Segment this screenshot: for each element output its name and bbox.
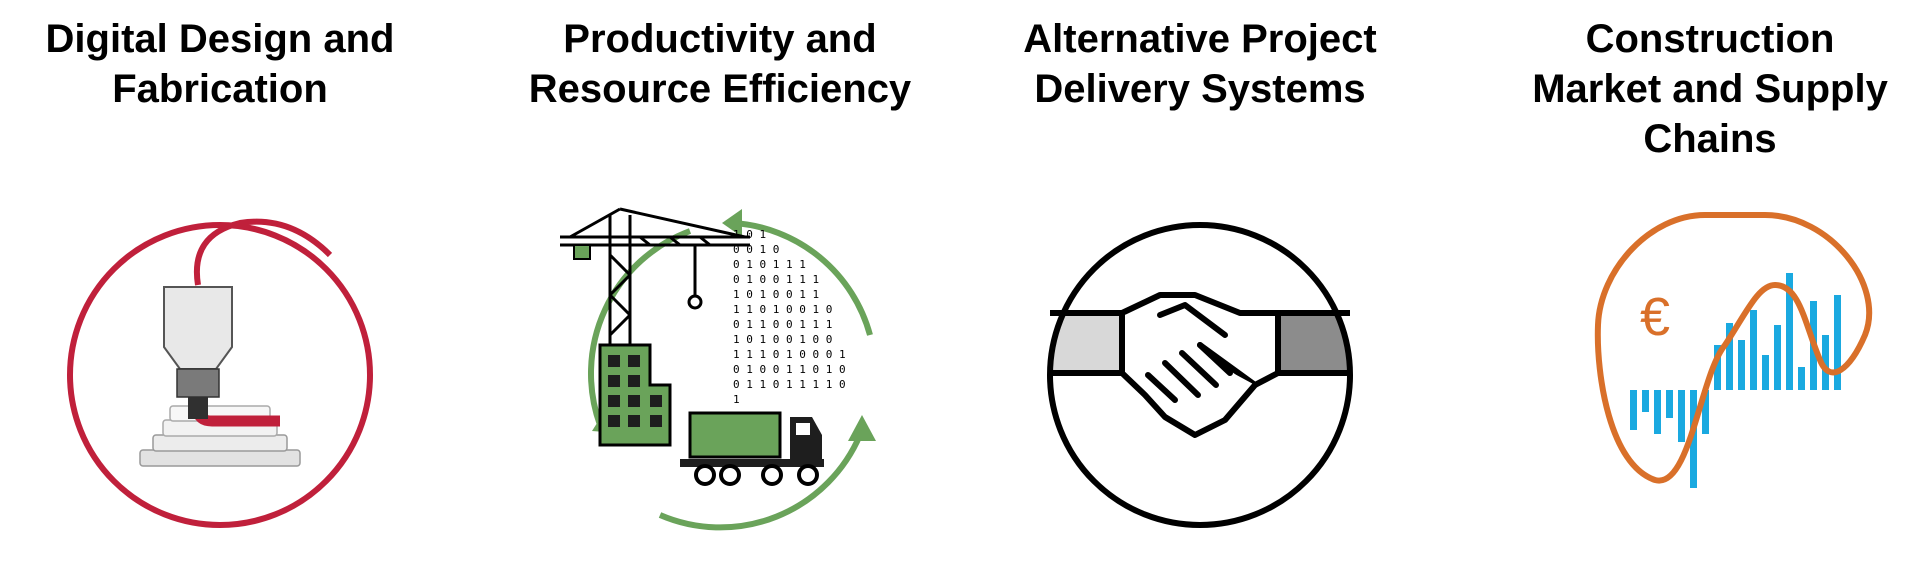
title-line: Delivery Systems (1034, 67, 1366, 111)
title-line: Alternative Project (1023, 17, 1377, 61)
panel-title: Construction Market and Supply Chains (1480, 14, 1920, 164)
title-line: Construction (1585, 17, 1835, 61)
binary-row: 0 1 0 1 1 1 (733, 258, 806, 271)
handshake-icon (1020, 195, 1380, 555)
title-line: Chains (1643, 117, 1777, 161)
panel-productivity: Productivity and Resource Efficiency (490, 0, 950, 563)
binary-row: 0 1 1 0 0 1 1 1 (733, 318, 833, 331)
panel-project-delivery: Alternative Project Delivery Systems (970, 0, 1430, 563)
binary-row: 1 0 1 0 0 1 1 (733, 288, 820, 301)
3d-printer-icon (40, 195, 400, 555)
binary-row: 0 0 1 0 (733, 243, 780, 256)
binary-data: 1 0 1 0 0 1 0 0 1 0 1 1 1 0 1 0 0 1 1 1 … (733, 227, 846, 407)
panel-title: Digital Design and Fabrication (0, 14, 450, 114)
panel-market-supply: Construction Market and Supply Chains (1480, 0, 1920, 563)
panel-digital-design: Digital Design and Fabrication (0, 0, 450, 563)
title-line: Market and Supply (1532, 67, 1888, 111)
binary-row: 0 1 1 0 1 1 1 1 0 (733, 378, 846, 391)
title-line: Fabrication (112, 67, 328, 111)
binary-row: 1 1 0 1 0 0 1 0 (733, 303, 833, 316)
binary-row: 1 0 1 (733, 228, 767, 241)
title-line: Digital Design and (45, 17, 395, 61)
panel-title: Alternative Project Delivery Systems (970, 14, 1430, 114)
binary-row: 1 0 1 0 0 1 0 0 (733, 333, 833, 346)
title-line: Resource Efficiency (528, 67, 912, 111)
title-line: Productivity and (563, 17, 877, 61)
binary-row: 0 1 0 0 1 1 1 (733, 273, 820, 286)
binary-row: 0 1 0 0 1 1 0 1 0 (733, 363, 846, 376)
panel-title: Productivity and Resource Efficiency (490, 14, 950, 114)
market-chart-icon: € (1530, 195, 1890, 555)
construction-cycle-icon: 1 0 1 0 0 1 0 0 1 0 1 1 1 0 1 0 0 1 1 1 … (540, 195, 900, 555)
euro-symbol: € (1640, 287, 1671, 347)
binary-row: 1 (733, 393, 740, 406)
binary-row: 1 1 1 0 1 0 0 0 1 (733, 348, 846, 361)
